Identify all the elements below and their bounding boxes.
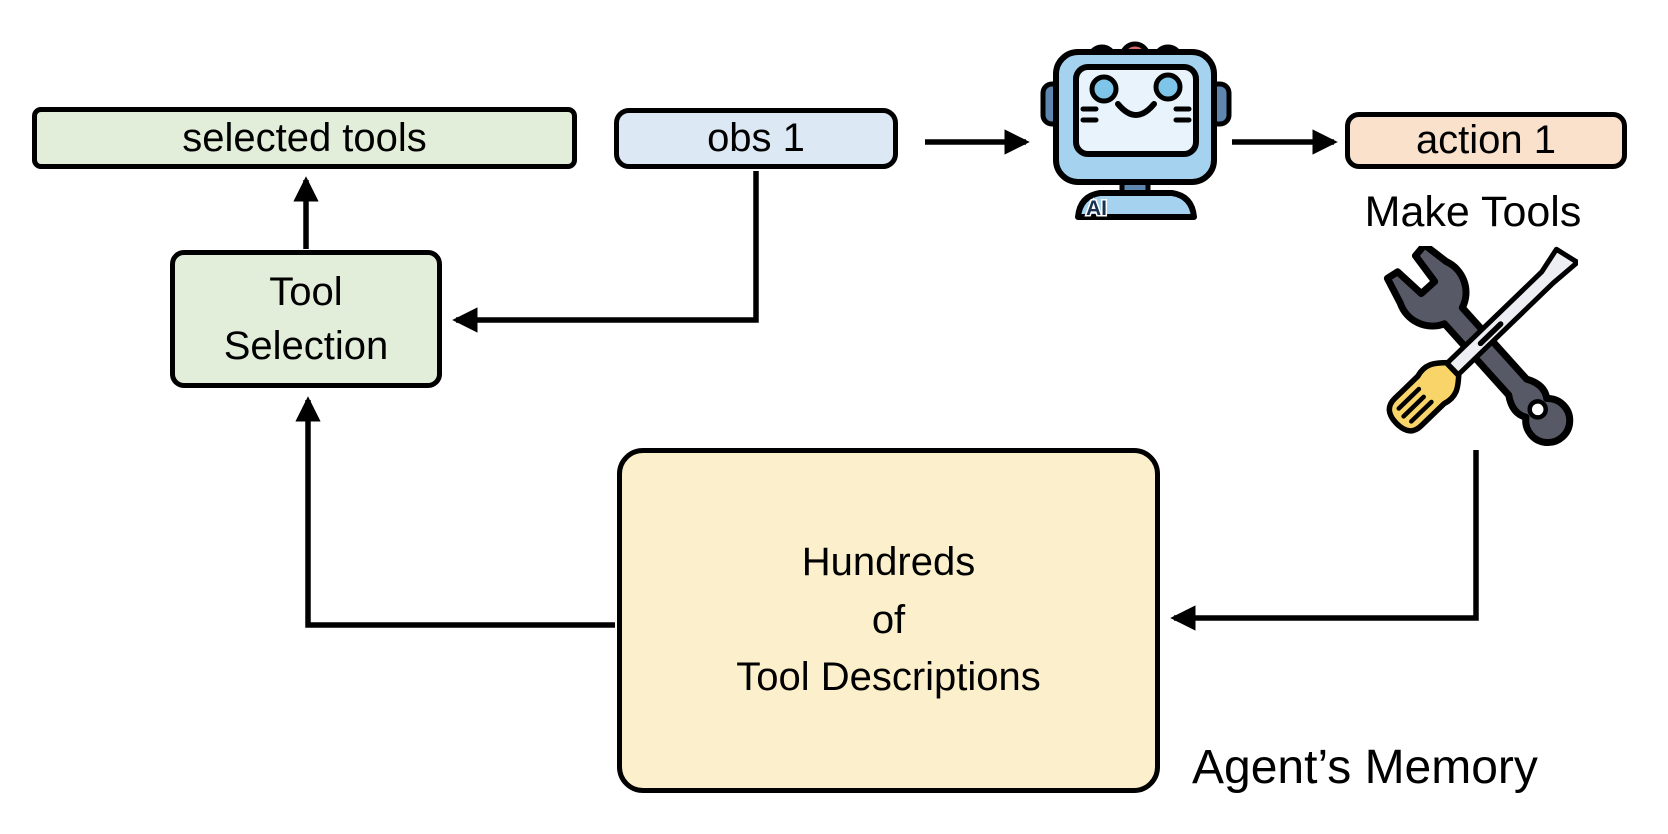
arrow-obs1-to-tool-selection bbox=[452, 171, 759, 333]
ai-robot-icon: AI bbox=[1040, 41, 1232, 220]
robot-cheek-dashes bbox=[1080, 106, 1192, 123]
arrow-memory-to-tool-selection bbox=[295, 396, 615, 628]
action1-label: action 1 bbox=[1415, 118, 1557, 163]
screwdriver-grip-lines bbox=[1396, 386, 1434, 424]
tool-selection-box: Tool Selection bbox=[170, 250, 442, 388]
robot-badge-label: AI bbox=[1086, 197, 1107, 220]
selected-tools-label: selected tools bbox=[182, 115, 427, 160]
memory-label-line3: Tool Descriptions bbox=[736, 655, 1041, 700]
tool-selection-label-line1: Tool bbox=[269, 270, 343, 314]
screwdriver bbox=[1386, 246, 1578, 434]
robot-body bbox=[1075, 190, 1197, 220]
memory-label-line2: of bbox=[871, 597, 906, 642]
robot-eyes bbox=[1089, 72, 1183, 104]
make-tools-label: Make Tools bbox=[1364, 188, 1582, 236]
arrow-tools-to-memory bbox=[1170, 450, 1479, 631]
obs1-box: obs 1 bbox=[614, 108, 898, 169]
tool-selection-label-line2: Selection bbox=[223, 324, 389, 368]
selected-tools-box: selected tools bbox=[32, 107, 577, 169]
wrench-screwdriver-icon bbox=[1383, 246, 1578, 447]
robot-smile bbox=[1115, 101, 1157, 118]
agent-memory-box: Hundreds of Tool Descriptions bbox=[617, 448, 1160, 793]
memory-label-line1: Hundreds bbox=[801, 540, 976, 585]
obs1-label: obs 1 bbox=[707, 116, 805, 161]
screwdriver-shaft-detail bbox=[1477, 321, 1504, 347]
agents-memory-label: Agent’s Memory bbox=[1192, 741, 1538, 794]
action1-box: action 1 bbox=[1345, 112, 1627, 169]
